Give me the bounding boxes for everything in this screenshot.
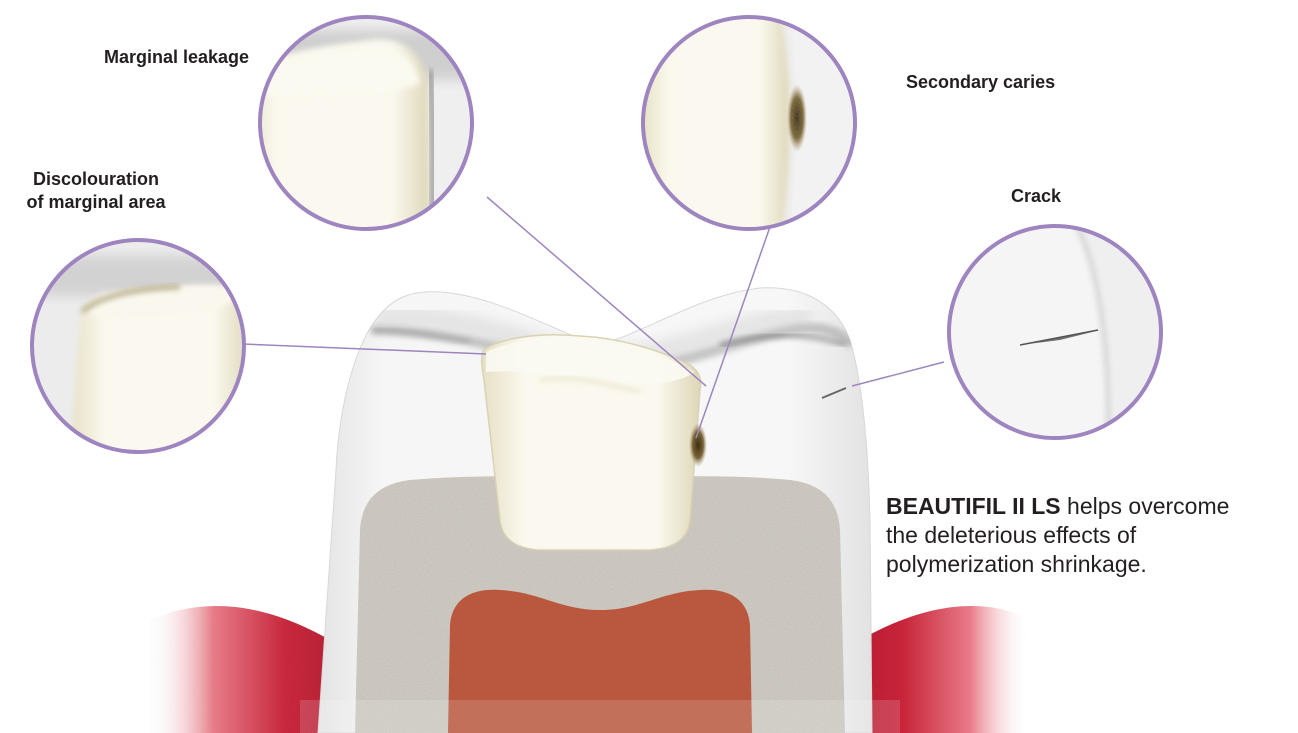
caption-line3: polymerization shrinkage.	[886, 550, 1296, 579]
detail-crack	[945, 222, 1170, 447]
label-marginal-leakage: Marginal leakage	[104, 46, 249, 69]
caries-spot	[689, 423, 707, 467]
label-discolouration-line1: Discolouration	[6, 168, 186, 191]
caption-brand: BEAUTIFIL II LS	[886, 493, 1061, 519]
leader-line-crack	[852, 362, 944, 386]
caption: BEAUTIFIL II LS helps overcome the delet…	[886, 492, 1296, 579]
caption-line2: the deleterious effects of	[886, 521, 1296, 550]
label-secondary-caries: Secondary caries	[906, 71, 1055, 94]
caption-line1: helps overcome	[1061, 493, 1230, 519]
detail-secondary-caries	[640, 10, 860, 240]
label-discolouration: Discolouration of marginal area	[6, 168, 186, 214]
label-discolouration-line2: of marginal area	[6, 191, 186, 214]
detail-discolouration	[30, 236, 250, 460]
label-crack: Crack	[1011, 185, 1061, 208]
detail-marginal-leakage	[240, 10, 490, 250]
